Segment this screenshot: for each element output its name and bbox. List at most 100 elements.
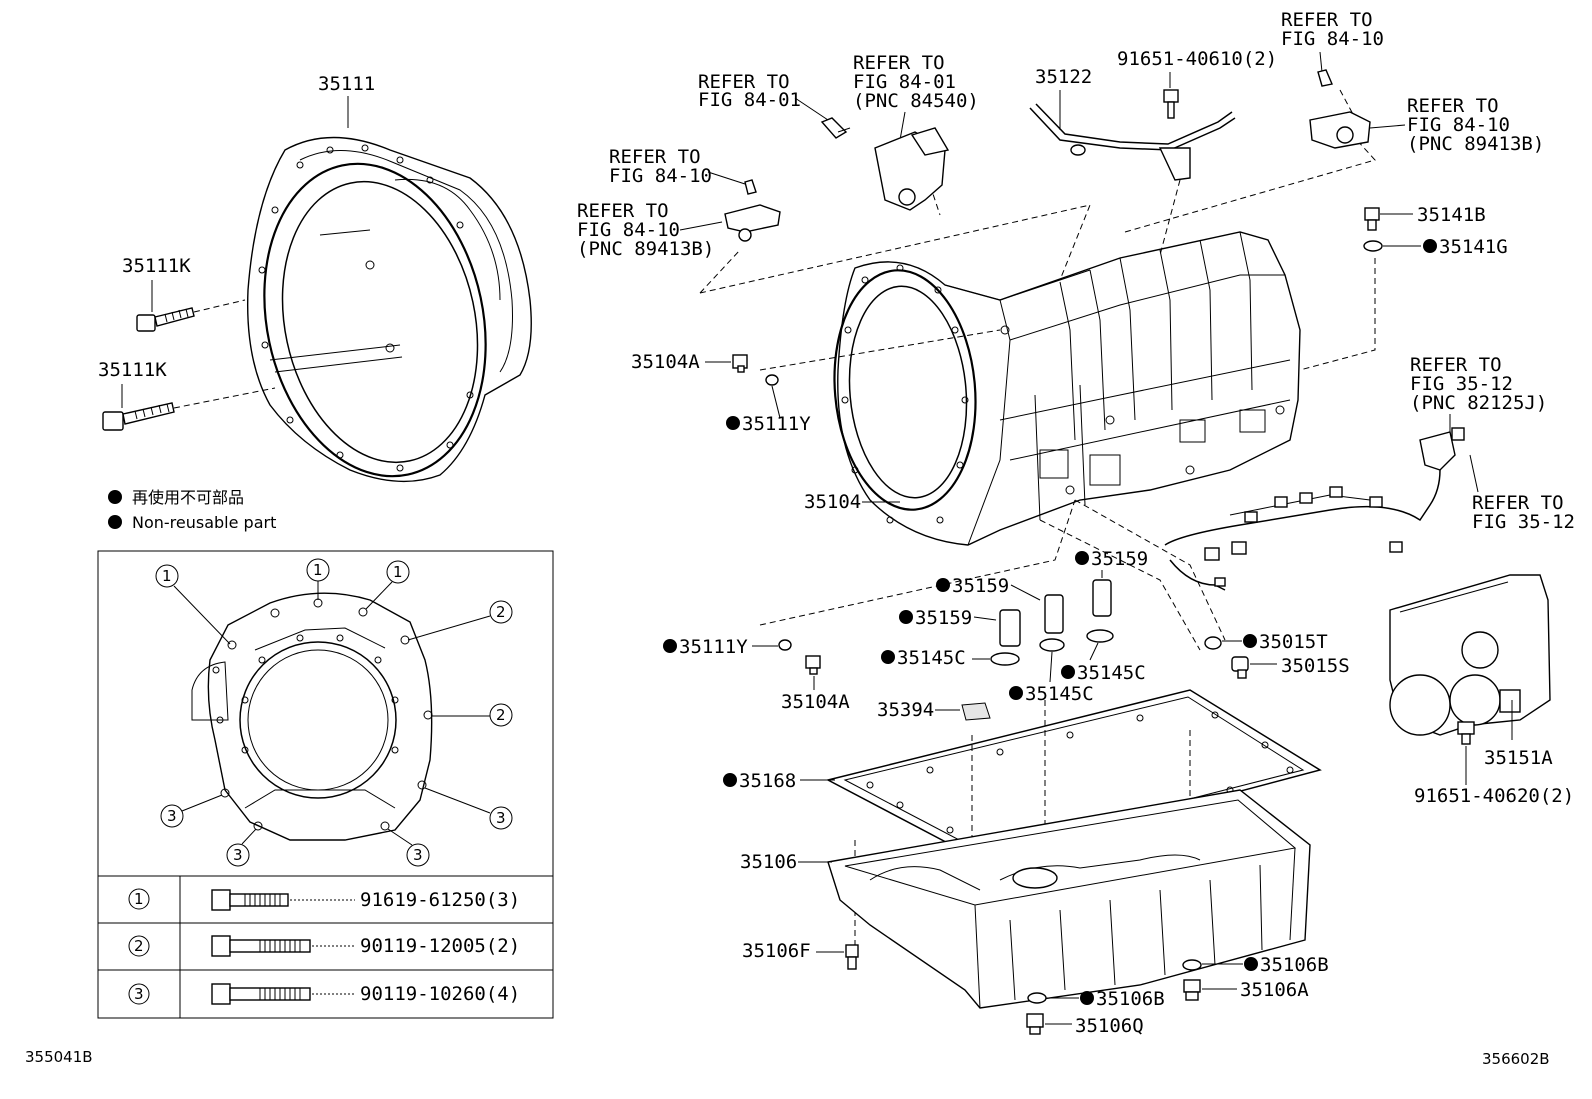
bolt-35111K-upper	[136, 307, 195, 332]
svg-text:(PNC 89413B): (PNC 89413B)	[577, 238, 714, 260]
figure-code-left: 355041B	[25, 1048, 93, 1066]
sensor-89413B-left	[724, 179, 781, 242]
transmission-case-35104	[833, 231, 1301, 546]
callout-35159-a: 35159	[1091, 548, 1148, 570]
svg-text:REFER TO: REFER TO	[853, 52, 945, 74]
svg-text:FIG 84-01: FIG 84-01	[853, 71, 956, 93]
filter-35159-a	[1092, 579, 1112, 617]
row-1-key: 1	[134, 890, 144, 908]
callout-35151A: 35151A	[1484, 747, 1553, 769]
refer-note-7: REFER TO FIG 35-12 (PNC 82125J)	[1410, 354, 1547, 438]
cover-35151A	[1389, 574, 1551, 736]
plug-35104A-low	[805, 655, 821, 675]
svg-text:FIG 84-10: FIG 84-10	[609, 165, 712, 187]
callout-35015T: 35015T	[1259, 631, 1328, 653]
oring-35111Y-top	[765, 374, 779, 386]
plug-35141B	[1364, 207, 1380, 231]
callout-35141G: 35141G	[1439, 236, 1508, 258]
bolt-table-row-2: 2 90119-12005(2)	[128, 935, 520, 957]
seal-35145C-a	[990, 652, 1020, 666]
seal-35145C-c	[1039, 638, 1065, 652]
callout-35106B-right: 35106B	[1260, 954, 1329, 976]
oring-35015T	[1204, 636, 1222, 650]
gasket-35106B-low	[1027, 992, 1047, 1004]
legend-line-1: 再使用不可部品	[132, 488, 244, 507]
refer-note-3: REFER TO FIG 84-10	[609, 146, 746, 187]
refer-note-6: REFER TO FIG 84-10 (PNC 89413B)	[1369, 95, 1544, 155]
bolt-pattern-box: 1 1 1 2 2 3 3 3 3	[97, 550, 554, 1019]
callout-35145C-b: 35145C	[1077, 662, 1146, 684]
refer-note-5: REFER TO FIG 84-10	[1281, 9, 1384, 73]
callout-35141B: 35141B	[1417, 204, 1486, 226]
key-1c: 1	[393, 563, 403, 581]
magnet-35394	[961, 702, 991, 721]
svg-text:(PNC 82125J): (PNC 82125J)	[1410, 392, 1547, 414]
svg-text:FIG 84-01: FIG 84-01	[698, 89, 801, 111]
callout-35168: 35168	[739, 770, 796, 792]
callout-35159-c: 35159	[915, 607, 972, 629]
key-3a: 3	[167, 807, 177, 825]
callout-35104A-low: 35104A	[781, 691, 850, 713]
svg-text:REFER TO: REFER TO	[609, 146, 701, 168]
pan-gasket-35168	[825, 689, 1322, 861]
callout-35106Q: 35106Q	[1075, 1015, 1144, 1037]
filter-35159-b	[1044, 594, 1064, 634]
row-1-part: 91619-61250(3)	[360, 889, 520, 911]
position-switch	[874, 127, 950, 211]
key-2b: 2	[496, 706, 506, 724]
callout-35106F: 35106F	[742, 940, 811, 962]
svg-text:REFER TO: REFER TO	[1407, 95, 1499, 117]
case-bolt-holes	[841, 264, 1285, 524]
bolt-table-row-3: 3 90119-10260(4)	[128, 983, 520, 1005]
bolt-91651-40610	[1163, 89, 1179, 119]
svg-text:(PNC 89413B): (PNC 89413B)	[1407, 133, 1544, 155]
svg-text:FIG 35-12: FIG 35-12	[1472, 511, 1575, 533]
svg-text:FIG 84-10: FIG 84-10	[577, 219, 680, 241]
key-markers: 1 1 1 2 2 3 3 3 3	[155, 558, 513, 867]
oil-tube-35122	[1029, 103, 1236, 181]
row-2-part: 90119-12005(2)	[360, 935, 520, 957]
callout-35106B-low: 35106B	[1096, 988, 1165, 1010]
refer-note-1: REFER TO FIG 84-01	[698, 71, 829, 121]
speed-sensor-bolt	[820, 117, 851, 139]
svg-text:REFER TO: REFER TO	[1410, 354, 1502, 376]
gasket-35106B-right	[1182, 959, 1202, 971]
bolt-35106F	[845, 944, 859, 970]
sensor-89413B-right	[1309, 69, 1371, 149]
oring-35111Y-low	[778, 639, 792, 651]
callout-35104: 35104	[804, 491, 861, 513]
filter-35159-c	[999, 609, 1021, 647]
refer-note-8: REFER TO FIG 35-12	[1469, 454, 1575, 533]
converter-housing-35111	[246, 136, 532, 483]
legend-line-2: Non-reusable part	[132, 513, 276, 532]
key-1b: 1	[313, 561, 323, 579]
callout-35106A: 35106A	[1240, 979, 1309, 1001]
seal-35145C-b	[1086, 629, 1114, 643]
callout-35111K-lower: 35111K	[98, 359, 167, 381]
key-3c: 3	[233, 846, 243, 864]
housing-bolt-holes	[212, 598, 433, 831]
plug-35106Q	[1026, 1013, 1044, 1035]
callout-35106: 35106	[740, 851, 797, 873]
bolt-35111K-lower	[102, 402, 175, 431]
svg-text:(PNC 84540): (PNC 84540)	[853, 90, 979, 112]
callout-35111K-upper: 35111K	[122, 255, 191, 277]
callout-35122: 35122	[1035, 66, 1092, 88]
key-2a: 2	[496, 603, 506, 621]
callout-35111Y-top: 35111Y	[742, 413, 811, 435]
bolt-table-row-1: 1 91619-61250(3)	[128, 888, 520, 911]
callout-35015S: 35015S	[1281, 655, 1350, 677]
svg-text:FIG 84-10: FIG 84-10	[1281, 28, 1384, 50]
row-3-part: 90119-10260(4)	[360, 983, 520, 1005]
callout-35159-b: 35159	[952, 575, 1009, 597]
gasket-35141G	[1363, 240, 1383, 252]
plug-35015S	[1231, 656, 1249, 679]
figure-code-right: 356602B	[1482, 1050, 1550, 1068]
oil-pan-35106	[827, 789, 1311, 1009]
svg-text:REFER TO: REFER TO	[1281, 9, 1373, 31]
key-3d: 3	[413, 846, 423, 864]
svg-text:FIG 35-12: FIG 35-12	[1410, 373, 1513, 395]
callout-35111Y-low: 35111Y	[679, 636, 748, 658]
row-3-key: 3	[134, 985, 144, 1003]
